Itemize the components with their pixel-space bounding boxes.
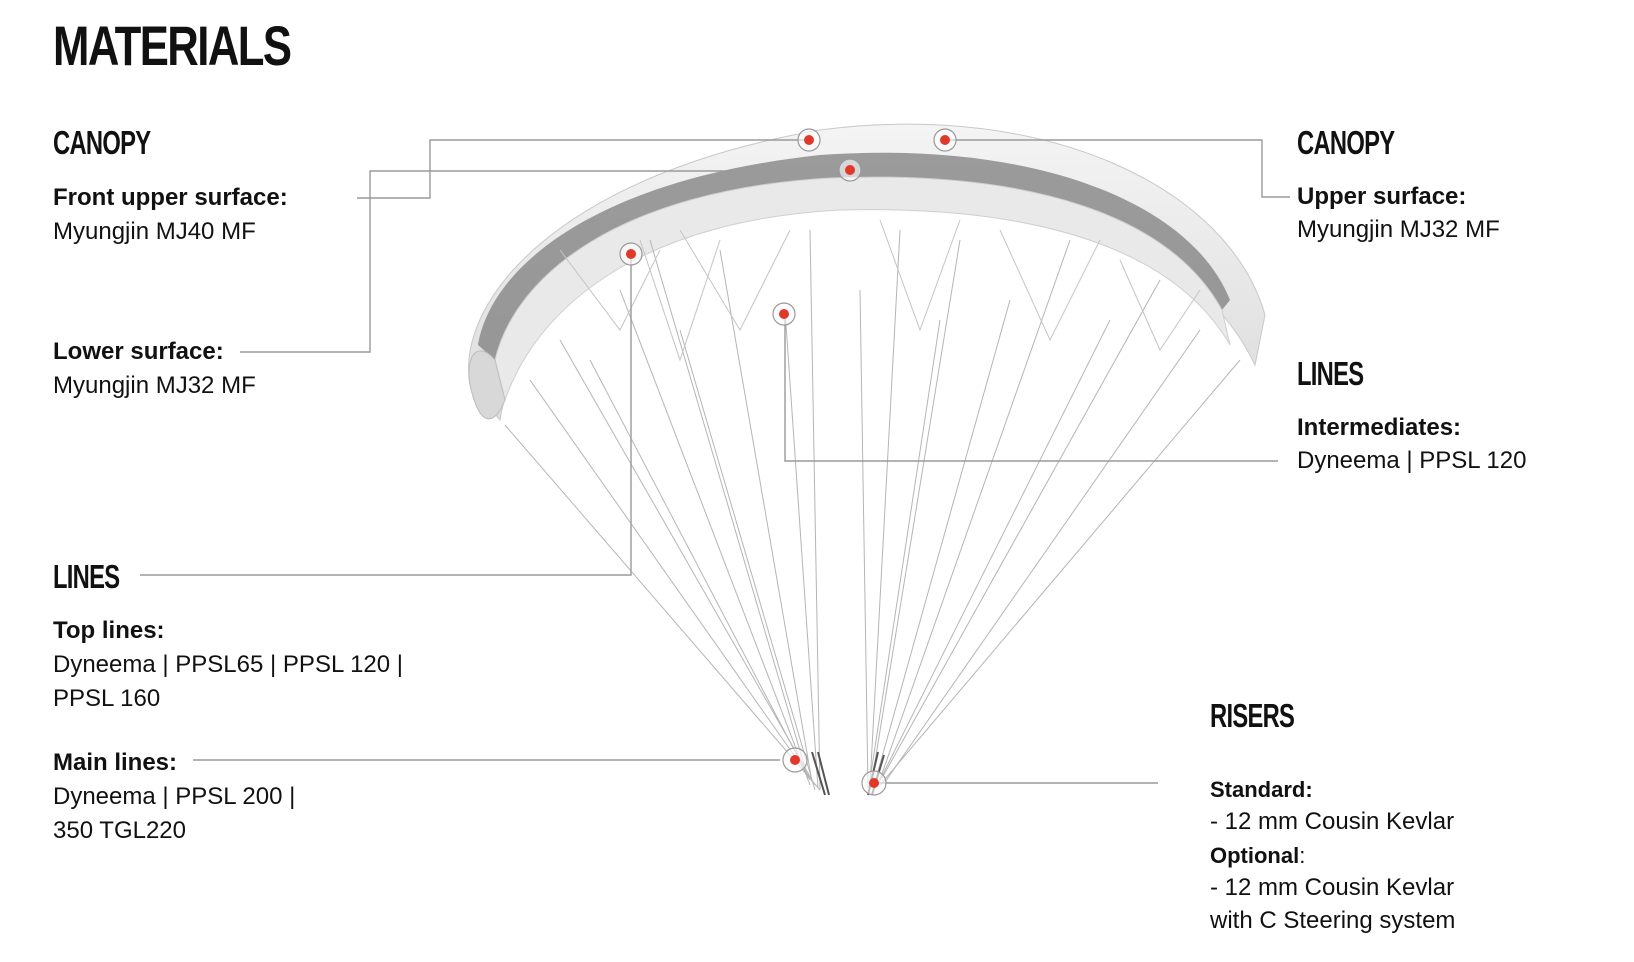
optional-colon: : (1299, 843, 1306, 868)
leader-upper-surface (945, 139, 1290, 198)
lower-surface-label: Lower surface: (53, 338, 224, 365)
marker-top-lines (619, 242, 643, 266)
canopy-right-heading: CANOPY (1297, 124, 1395, 161)
front-upper-surface-label: Front upper surface: (53, 184, 288, 211)
leader-lower-surface (240, 170, 848, 353)
suspension-lines (504, 229, 1241, 791)
marker-upper-surface (933, 128, 957, 152)
lines-left-heading: LINES (53, 558, 120, 595)
top-lines-value-2: PPSL 160 (53, 685, 161, 712)
page-title: MATERIALS (53, 14, 292, 77)
marker-front-upper-surface (797, 128, 821, 152)
marker-lower-surface (838, 158, 862, 182)
front-upper-surface-value: Myungjin MJ40 MF (53, 218, 256, 245)
standard-value: - 12 mm Cousin Kevlar (1210, 808, 1455, 835)
canopy-leading-edge-band (478, 152, 1230, 360)
risers-heading: RISERS (1210, 697, 1295, 734)
top-lines-value-1: Dyneema | PPSL65 | PPSL 120 | (53, 651, 404, 678)
upper-surface-label: Upper surface: (1297, 183, 1467, 210)
lines-right-heading: LINES (1297, 355, 1364, 392)
line-cascades (559, 219, 1201, 362)
canopy-lower-surface (494, 176, 1231, 402)
optional-label: Optional (1210, 843, 1300, 868)
lower-surface-value: Myungjin MJ32 MF (53, 372, 256, 399)
canopy-left-tip (468, 350, 506, 420)
main-lines-label: Main lines: (53, 749, 178, 776)
leader-top-lines (140, 254, 632, 576)
optional-label-row: Optional: (1210, 843, 1305, 869)
marker-main-lines (782, 747, 808, 773)
standard-label: Standard: (1210, 777, 1313, 802)
marker-risers (861, 770, 887, 796)
optional-value-2: with C Steering system (1210, 907, 1456, 934)
upper-surface-value: Myungjin MJ32 MF (1297, 216, 1500, 243)
main-lines-value-1: Dyneema | PPSL 200 | (53, 783, 296, 810)
leader-intermediates (784, 313, 1278, 462)
canopy-left-heading: CANOPY (53, 124, 151, 161)
marker-intermediates (772, 302, 796, 326)
top-lines-label: Top lines: (53, 617, 165, 644)
leader-front-upper-surface (357, 139, 806, 199)
intermediates-value: Dyneema | PPSL 120 (1297, 447, 1527, 474)
intermediates-label: Intermediates: (1297, 414, 1462, 441)
optional-value-1: - 12 mm Cousin Kevlar (1210, 874, 1455, 901)
main-lines-value-2: 350 TGL220 (53, 817, 186, 844)
